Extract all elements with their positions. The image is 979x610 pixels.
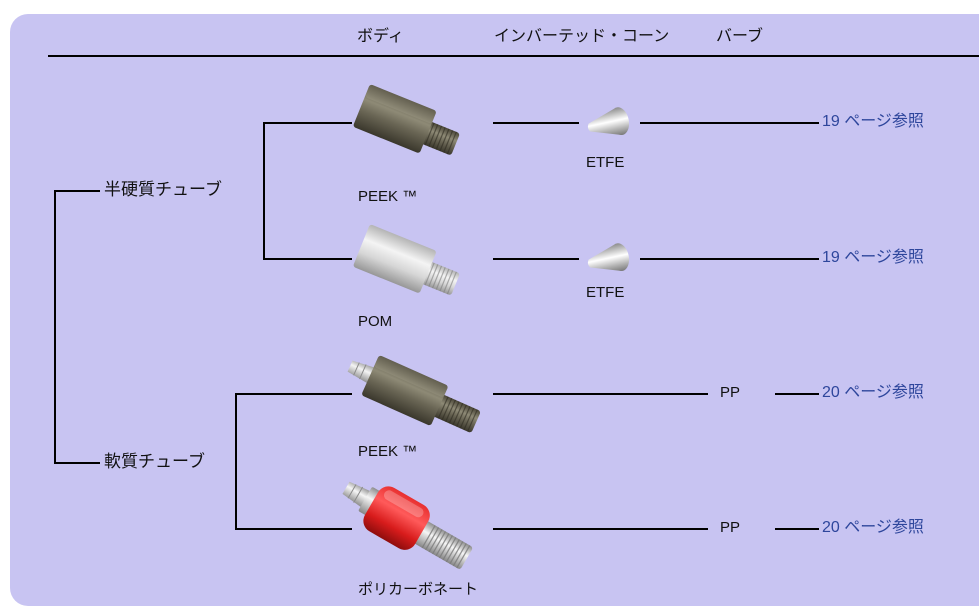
- thread-grooves: [437, 396, 478, 432]
- peek-body-icon: [353, 84, 460, 155]
- connector-line: [235, 528, 352, 530]
- body: [362, 355, 448, 426]
- body-material-label: POM: [358, 313, 393, 330]
- body: [353, 224, 436, 293]
- connector-line: [775, 393, 819, 395]
- branch-connector-line: [263, 122, 265, 260]
- inverted-cone-icon: [587, 243, 630, 272]
- cone-material-label: ETFE: [586, 284, 625, 301]
- connector-line: [493, 122, 579, 124]
- peek-barb-fitting-icon: [347, 355, 481, 433]
- body-material-label: ポリカーボネート: [358, 581, 479, 598]
- polycarbonate-barb-fitting-icon: [342, 481, 473, 569]
- connector-line: [263, 122, 352, 124]
- connector-line: [263, 258, 352, 260]
- body-material-label: PEEK ™: [358, 188, 418, 205]
- branch-connector-line: [235, 393, 237, 530]
- barb-ridges: [353, 362, 367, 380]
- barb-ridges: [347, 484, 364, 503]
- body: [353, 84, 436, 153]
- thread-grooves: [424, 262, 457, 295]
- cone-material-label: ETFE: [586, 154, 625, 171]
- connector-line: [54, 462, 100, 464]
- tube-type-soft: 軟質チューブ: [104, 452, 205, 471]
- lock-ring: [358, 487, 382, 517]
- connector-line: [493, 258, 579, 260]
- pom-body-icon: [353, 224, 460, 295]
- root-connector-line: [54, 190, 56, 464]
- connector-line: [54, 190, 100, 192]
- connector-line: [775, 528, 819, 530]
- page-reference-link[interactable]: 19 ページ参照: [822, 113, 924, 130]
- connector-line: [235, 393, 352, 395]
- connector-line: [493, 528, 708, 530]
- column-header-barb: バーブ: [716, 28, 764, 45]
- header-divider: [48, 55, 979, 57]
- page-reference-link[interactable]: 20 ページ参照: [822, 519, 924, 536]
- barb-material-label: PP: [720, 384, 741, 401]
- column-header-inverted-cone: インバーテッド・コーン: [494, 28, 670, 45]
- barb-material-label: PP: [720, 519, 741, 536]
- connector-line: [493, 393, 708, 395]
- page-reference-link[interactable]: 19 ページ参照: [822, 249, 924, 266]
- column-header-body: ボディ: [357, 28, 404, 45]
- inverted-cone-icon: [587, 107, 630, 136]
- diagram-panel: [10, 14, 979, 606]
- connector-line: [640, 258, 819, 260]
- thread-grooves: [424, 122, 457, 155]
- tube-type-semi-rigid: 半硬質チューブ: [104, 180, 222, 199]
- connector-line: [640, 122, 819, 124]
- body: [363, 486, 430, 550]
- page-reference-link[interactable]: 20 ページ参照: [822, 384, 924, 401]
- thread-grooves: [421, 525, 471, 569]
- body-material-label: PEEK ™: [358, 443, 418, 460]
